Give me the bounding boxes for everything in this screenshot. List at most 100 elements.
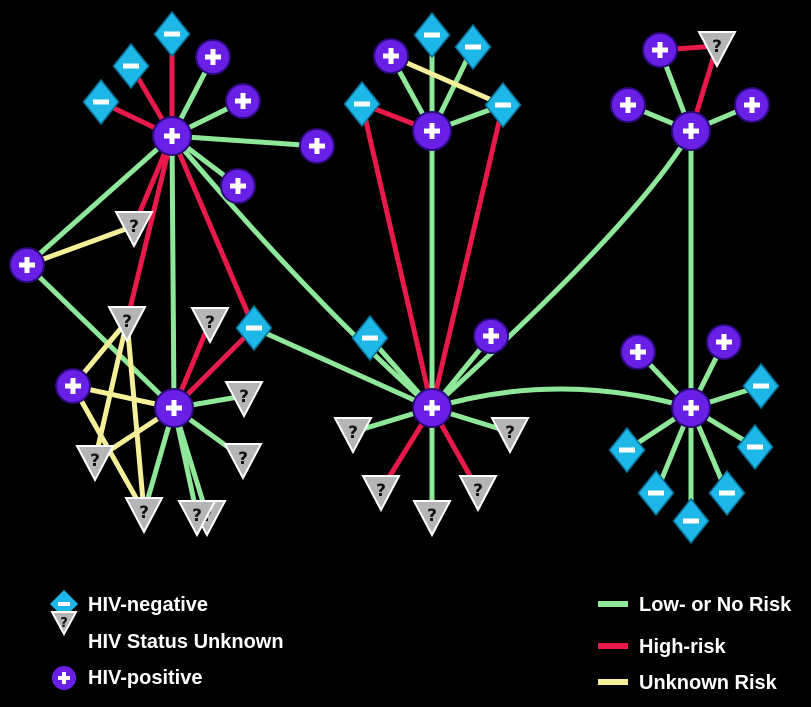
node-unknown: ? — [697, 31, 737, 69]
node-positive — [642, 32, 678, 68]
edge-low-risk — [24, 262, 177, 411]
node-negative — [708, 469, 746, 517]
node-positive-hub — [154, 388, 194, 428]
node-negative — [736, 423, 774, 471]
edge-unknown-risk — [24, 223, 137, 268]
question-mark-icon: ? — [238, 449, 248, 469]
legend-label-unknown-risk: Unknown Risk — [639, 672, 778, 694]
node-positive — [620, 334, 656, 370]
node-negative — [742, 362, 780, 410]
legend-item-high-risk: High-risk — [598, 636, 727, 658]
legend-label-hiv-negative: HIV-negative — [88, 594, 208, 616]
node-negative — [351, 314, 389, 362]
node-positive-hub — [152, 116, 192, 156]
hiv-unknown-icon — [75, 445, 115, 483]
node-unknown: ? — [333, 417, 373, 455]
node-positive-hub — [671, 111, 711, 151]
node-negative — [112, 42, 150, 90]
node-positive — [299, 128, 335, 164]
legend-label-hiv-positive: HIV-positive — [88, 667, 202, 689]
node-positive — [55, 368, 91, 404]
node-positive — [225, 83, 261, 119]
node-positive — [473, 318, 509, 354]
node-negative — [484, 81, 522, 129]
hiv-unknown-icon — [333, 417, 373, 455]
question-mark-icon: ? — [427, 506, 437, 526]
question-mark-icon: ? — [505, 423, 515, 443]
edge-low-risk — [169, 133, 177, 411]
edge-high-risk — [359, 101, 435, 411]
question-mark-icon: ? — [122, 312, 132, 332]
hiv-unknown-icon — [458, 475, 498, 513]
hiv-unknown-icon — [177, 500, 217, 538]
node-positive-hub — [671, 388, 711, 428]
question-mark-icon: ? — [473, 481, 483, 501]
node-negative — [413, 11, 451, 59]
node-unknown: ? — [223, 443, 263, 481]
edge-low-risk — [429, 128, 694, 411]
node-positive-hub — [412, 388, 452, 428]
node-unknown: ? — [177, 500, 217, 538]
legend-label-hiv-unknown: HIV Status Unknown — [88, 631, 284, 653]
legend-item-low-risk: Low- or No Risk — [598, 594, 792, 616]
node-positive — [734, 87, 770, 123]
question-mark-icon: ? — [129, 217, 139, 237]
node-positive — [373, 38, 409, 74]
hiv-unknown-icon — [107, 306, 147, 344]
hiv-unknown-icon — [697, 31, 737, 69]
node-unknown: ? — [124, 497, 164, 535]
hiv-unknown-legend-icon — [50, 611, 78, 637]
node-negative — [454, 23, 492, 71]
question-mark-icon: ? — [192, 506, 202, 526]
question-mark-icon: ? — [60, 616, 68, 631]
edge-low-risk — [251, 325, 435, 411]
node-positive-hub — [412, 111, 452, 151]
node-negative — [637, 469, 675, 517]
hiv-unknown-icon — [361, 475, 401, 513]
node-unknown: ? — [190, 307, 230, 345]
hiv-unknown-icon — [223, 443, 263, 481]
nodes-layer: ??????????????? — [9, 10, 780, 545]
node-unknown: ? — [412, 500, 452, 538]
node-unknown: ? — [224, 381, 264, 419]
hiv-unknown-icon — [412, 500, 452, 538]
edge-unknown-risk — [388, 53, 506, 108]
edge-high-risk — [169, 133, 257, 331]
edge-low-risk — [429, 386, 694, 411]
node-positive — [9, 247, 45, 283]
hiv-unknown-icon — [114, 211, 154, 249]
edge-high-risk — [124, 133, 175, 324]
node-unknown: ? — [107, 306, 147, 344]
node-positive — [220, 168, 256, 204]
legend-item-hiv-unknown: HIV Status Unknown ? — [50, 611, 284, 653]
question-mark-icon: ? — [712, 37, 722, 57]
question-mark-icon: ? — [348, 423, 358, 443]
question-mark-icon: ? — [239, 387, 249, 407]
hiv-unknown-icon — [224, 381, 264, 419]
edge-low-risk — [169, 133, 435, 411]
legend-label-high-risk: High-risk — [639, 636, 727, 658]
node-negative — [82, 78, 120, 126]
node-positive — [610, 87, 646, 123]
legend-label-low-risk: Low- or No Risk — [639, 594, 792, 616]
minus-icon — [58, 602, 70, 606]
edges-layer — [24, 31, 764, 524]
question-mark-icon: ? — [376, 481, 386, 501]
edge-unknown-risk — [124, 318, 147, 515]
node-unknown: ? — [114, 211, 154, 249]
edge-low-risk — [169, 133, 320, 149]
legend: HIV-negative HIV Status Unknown ? HIV-po… — [50, 590, 792, 694]
node-negative — [235, 304, 273, 352]
question-mark-icon: ? — [90, 451, 100, 471]
legend-item-hiv-positive: HIV-positive — [52, 666, 202, 690]
hiv-unknown-icon — [190, 307, 230, 345]
node-unknown: ? — [458, 475, 498, 513]
edge-low-risk — [24, 133, 175, 268]
node-negative — [672, 497, 710, 545]
legend-item-unknown-risk: Unknown Risk — [598, 672, 778, 694]
node-unknown: ? — [490, 417, 530, 455]
edge-high-risk — [429, 102, 506, 411]
node-positive — [706, 324, 742, 360]
question-mark-icon: ? — [139, 503, 149, 523]
